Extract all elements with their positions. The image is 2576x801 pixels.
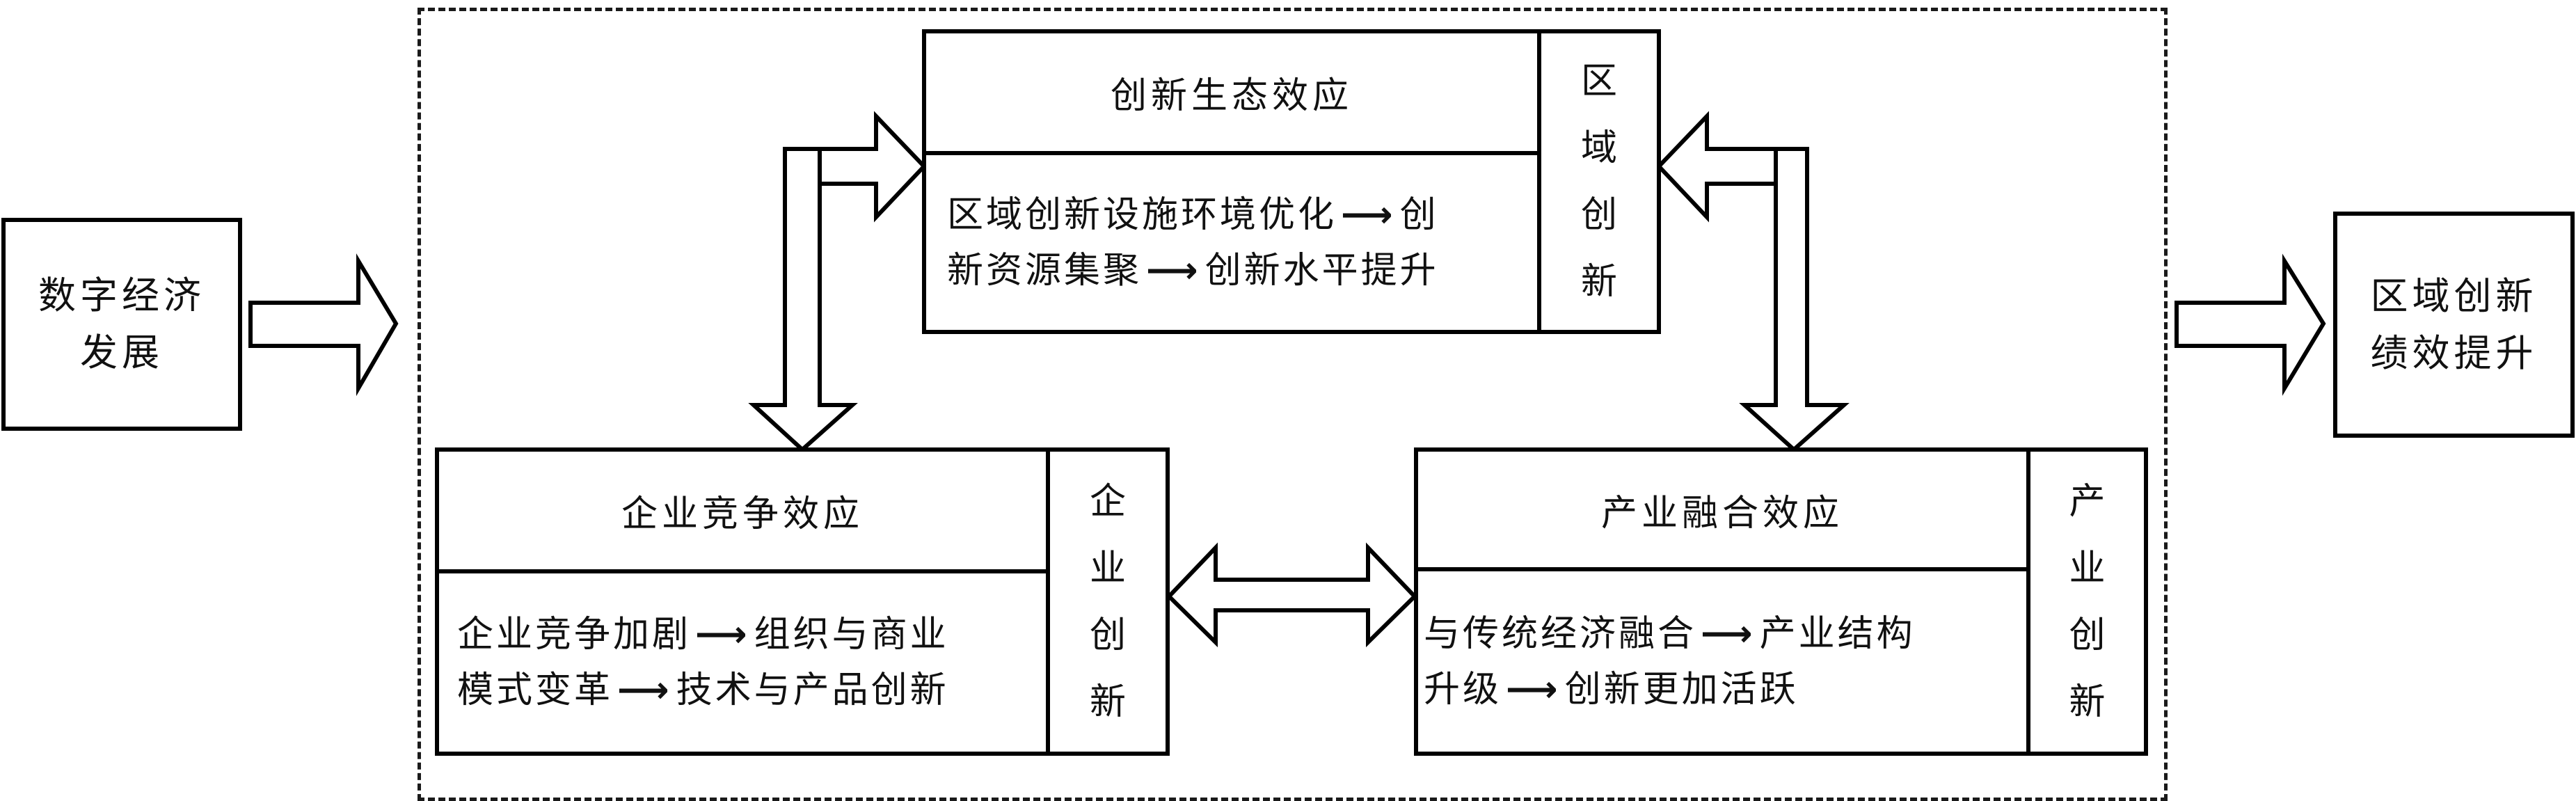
output-arrow <box>2175 253 2326 396</box>
enterprise-competition-box: 企业竞争效应 企业竞争加剧⟶组织与商业 模式变革⟶技术与产品创新 企 业 创 新 <box>435 447 1170 756</box>
innovation-ecology-box: 创新生态效应 区域创新设施环境优化⟶创 新资源集聚⟶创新水平提升 区 域 创 新 <box>922 29 1661 334</box>
chain-line: 企业竞争加剧⟶组织与商业 <box>457 607 1033 663</box>
arrow-right-icon: ⟶ <box>1506 668 1561 711</box>
chain-step: 技术与产品创新 <box>676 669 949 711</box>
input-arrow <box>248 253 399 397</box>
arrow-right-icon: ⟶ <box>1341 193 1396 236</box>
industry-integration-side-label: 产 业 创 新 <box>2026 452 2144 752</box>
chain-step: 企业竞争加剧 <box>457 614 692 656</box>
input-label-line-2: 发展 <box>80 331 164 374</box>
chain-line: 模式变革⟶技术与产品创新 <box>457 663 1033 718</box>
industry-integration-title: 产业融合效应 <box>1418 452 2026 571</box>
innovation-ecology-side-label: 区 域 创 新 <box>1537 33 1657 330</box>
mechanism-container <box>418 8 2168 801</box>
chain-line: 新资源集聚⟶创新水平提升 <box>947 243 1525 299</box>
chain-step: 组织与商业 <box>754 614 949 656</box>
output-label-line-1: 区域创新 <box>2370 273 2538 318</box>
innovation-ecology-chain: 区域创新设施环境优化⟶创 新资源集聚⟶创新水平提升 <box>926 155 1537 330</box>
chain-step: 创 <box>1399 193 1439 236</box>
chain-step: 与传统经济融合 <box>1424 612 1697 655</box>
enterprise-competition-side-label: 企 业 创 新 <box>1046 452 1166 752</box>
chain-step: 产业结构 <box>1759 612 1916 655</box>
side-char: 新 <box>1089 681 1126 723</box>
side-char: 新 <box>2069 681 2106 723</box>
chain-line: 升级⟶创新更加活跃 <box>1424 662 2014 717</box>
side-char: 产 <box>2069 480 2106 523</box>
chain-step: 新资源集聚 <box>947 249 1143 292</box>
chain-step: 创新水平提升 <box>1204 249 1439 292</box>
arrow-right-icon: ⟶ <box>695 614 750 656</box>
industry-integration-box: 产业融合效应 与传统经济融合⟶产业结构 升级⟶创新更加活跃 产 业 创 新 <box>1414 447 2148 756</box>
output-label-line-2: 绩效提升 <box>2370 331 2538 375</box>
side-char: 创 <box>1089 614 1126 656</box>
side-char: 新 <box>1580 261 1617 303</box>
right-elbow-arrow <box>1655 111 1850 453</box>
input-box-digital-economy: 数字经济 发展 <box>1 218 242 431</box>
chain-line: 区域创新设施环境优化⟶创 <box>947 187 1525 243</box>
side-char: 创 <box>2069 614 2106 656</box>
side-char: 域 <box>1580 127 1617 169</box>
innovation-ecology-title: 创新生态效应 <box>926 33 1537 155</box>
industry-integration-chain: 与传统经济融合⟶产业结构 升级⟶创新更加活跃 <box>1418 571 2026 752</box>
output-box-regional-innovation: 区域创新 绩效提升 <box>2333 212 2575 438</box>
arrow-right-icon: ⟶ <box>1701 612 1756 655</box>
chain-line: 与传统经济融合⟶产业结构 <box>1424 606 2014 662</box>
enterprise-competition-title: 企业竞争效应 <box>439 452 1046 573</box>
double-arrow <box>1166 542 1418 648</box>
arrow-right-icon: ⟶ <box>1146 249 1201 292</box>
chain-step: 升级 <box>1424 668 1502 711</box>
side-char: 业 <box>2069 547 2106 589</box>
side-char: 区 <box>1580 61 1617 102</box>
chain-step: 模式变革 <box>457 669 614 711</box>
side-char: 企 <box>1089 480 1126 523</box>
input-label-line-1: 数字经济 <box>38 273 205 317</box>
left-elbow-arrow <box>748 111 928 453</box>
chain-step: 区域创新设施环境优化 <box>947 193 1337 236</box>
chain-step: 创新更加活跃 <box>1564 668 1799 711</box>
side-char: 创 <box>1580 194 1617 236</box>
enterprise-competition-chain: 企业竞争加剧⟶组织与商业 模式变革⟶技术与产品创新 <box>439 573 1046 752</box>
side-char: 业 <box>1089 547 1126 589</box>
arrow-right-icon: ⟶ <box>617 669 672 711</box>
